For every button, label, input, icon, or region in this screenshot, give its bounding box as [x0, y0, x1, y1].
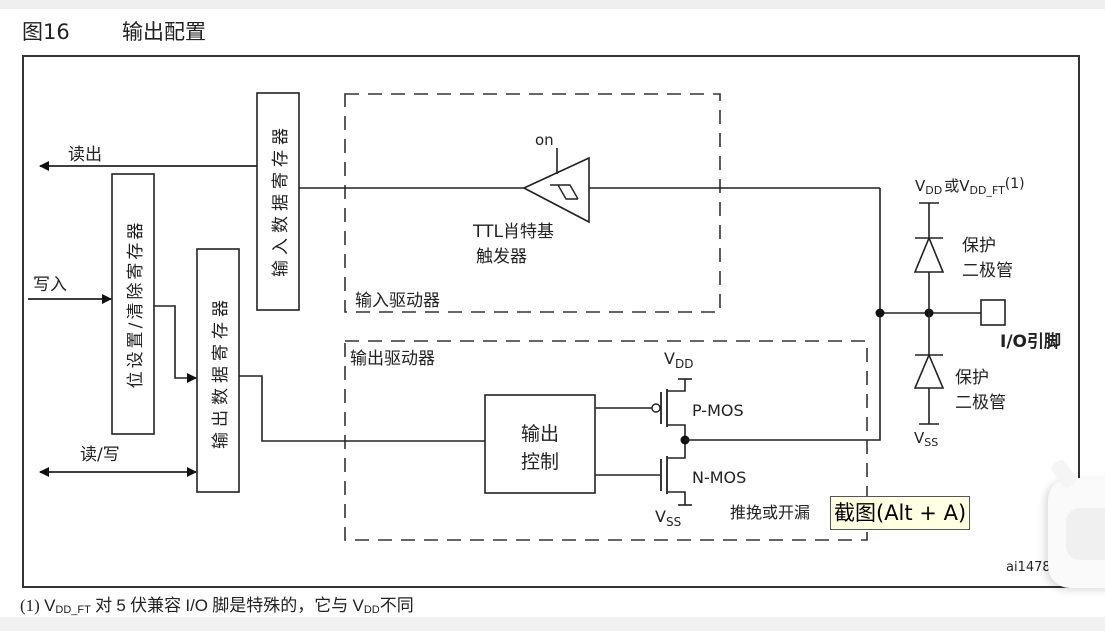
figure-caption: 输出配置 [122, 20, 206, 44]
footnote-text2: 伏兼容 [130, 596, 182, 615]
set-reset-to-odr-arrow [154, 305, 197, 383]
footnote-v2-sub: DD [363, 604, 380, 616]
output-data-register: 输出数据寄存器 [196, 248, 240, 493]
schmitt-trigger [522, 148, 590, 224]
upper-diode-label-line1: 保护 [962, 236, 996, 256]
input-driver-label: 输入驱动器 [355, 291, 440, 311]
upper-protection-diode [913, 202, 945, 313]
screenshot-tooltip: 截图(Alt + A) [830, 496, 971, 530]
footnote-v2: V [352, 596, 364, 615]
io-pin-pad [980, 299, 1006, 326]
hysteresis-icon [550, 184, 579, 200]
pmos-bubble [651, 403, 661, 413]
figure-id: ai14784 [1006, 560, 1059, 575]
output-bus-line [685, 188, 881, 441]
output-driver-label: 输出驱动器 [350, 349, 435, 369]
nmos-label: N-MOS [692, 468, 746, 487]
bus-junction [875, 308, 885, 318]
figure-title: 图16 输出配置 [22, 16, 206, 46]
read-label: 读出 [68, 145, 102, 165]
odr-to-control-line [239, 375, 485, 442]
footnote-text3: 脚是特殊的，它与 [212, 596, 349, 615]
input-data-register: 输入数据寄存器 [256, 92, 300, 311]
pmos-label: P-MOS [692, 401, 744, 420]
trigger-label-line2: 触发器 [476, 247, 527, 267]
input-driver-box [344, 93, 721, 313]
footnote-io: I/O [185, 596, 209, 615]
trigger-label-line1: TTL肖特基 [472, 222, 554, 242]
pmos-transistor [660, 378, 692, 440]
lower-protection-diode [913, 313, 945, 425]
input-data-register-label: 输入数据寄存器 [271, 123, 291, 277]
window-top-bar [0, 0, 1105, 9]
output-control-line2: 控制 [521, 451, 559, 473]
output-mode-label: 推挽或开漏 [730, 503, 810, 522]
read-write-label: 读/写 [80, 445, 120, 465]
figure-number: 图16 [22, 20, 70, 44]
floating-assistant-button[interactable] [1048, 457, 1105, 588]
footnote-v1: V [44, 596, 56, 615]
footnote-num: 5 [116, 596, 126, 615]
output-control-block: 输出 控制 [484, 394, 596, 494]
lower-diode-label-line1: 保护 [955, 368, 989, 388]
driver-vss-label: VSS [655, 507, 681, 529]
output-control-line1: 输出 [521, 423, 559, 445]
diagram-frame [22, 55, 1080, 588]
bit-set-reset-register: 位设置/清除寄存器 [111, 173, 155, 435]
upper-diode-label-line2: 二极管 [962, 261, 1013, 281]
window-bottom-bar [0, 617, 1105, 631]
footnote-v1-sub: DD_FT [55, 604, 91, 616]
footnote-text1: 对 [95, 596, 113, 615]
ground-label: VSS [914, 429, 938, 449]
footnote: (1) VDD_FT 对 5 伏兼容 I/O 脚是特殊的，它与 VDD不同 [20, 591, 414, 616]
output-data-register-label: 输出数据寄存器 [211, 295, 231, 449]
write-label: 写入 [33, 275, 67, 295]
io-pin-label: I/O引脚 [1000, 331, 1061, 352]
trigger-on-label: on [535, 131, 554, 149]
driver-vdd-label: VDD [664, 349, 693, 371]
nmos-transistor [660, 440, 692, 506]
lower-diode-label-line2: 二极管 [955, 393, 1006, 413]
footnote-text4: 不同 [379, 596, 414, 615]
footnote-prefix: (1) [20, 596, 40, 615]
bit-set-reset-register-label: 位设置/清除寄存器 [126, 220, 146, 389]
assistant-face-icon [1066, 508, 1105, 560]
